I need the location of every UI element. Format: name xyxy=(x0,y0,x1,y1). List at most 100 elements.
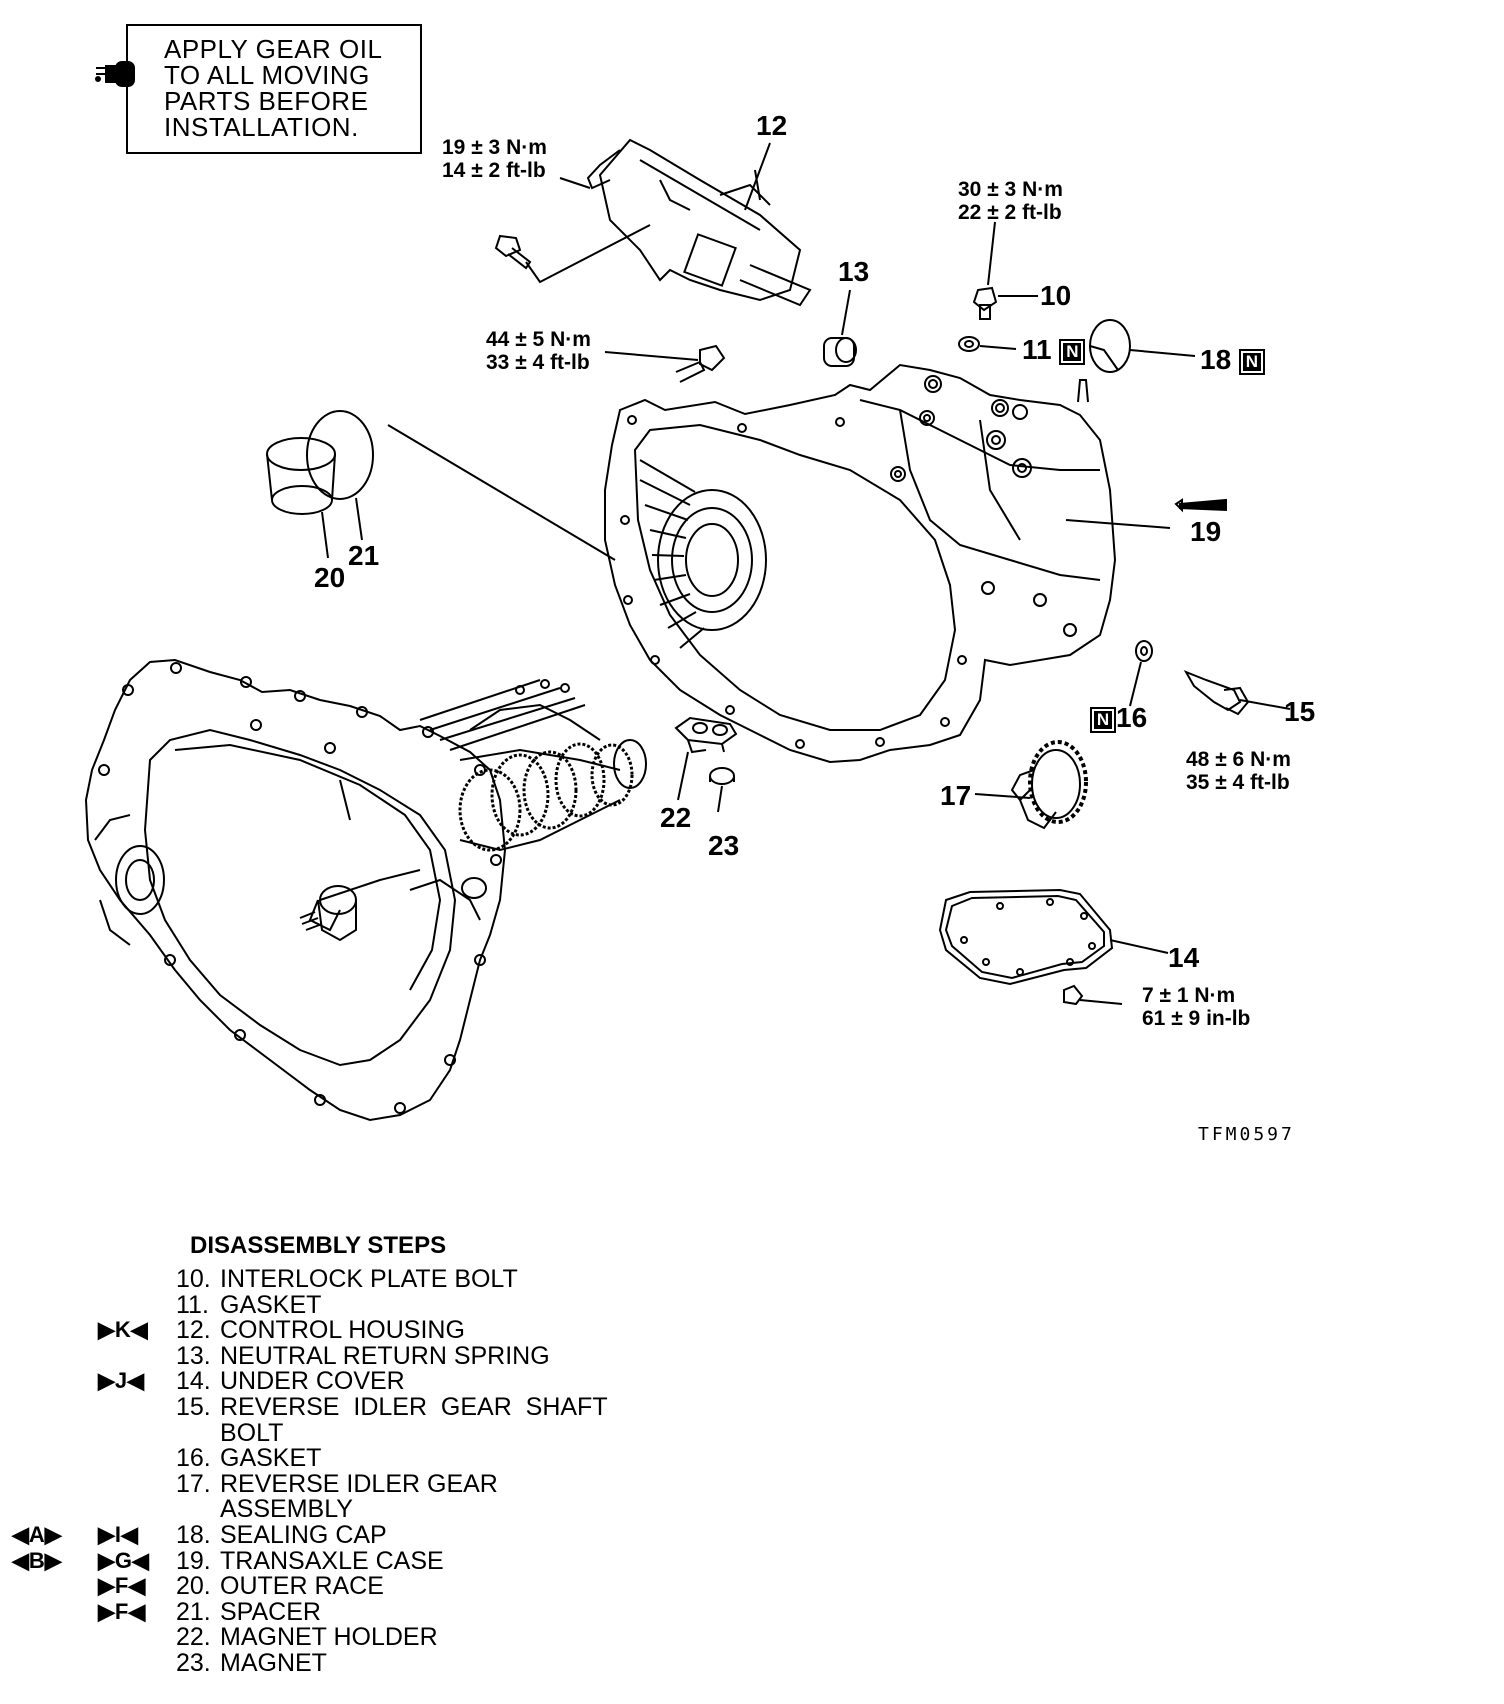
step-item: 17. REVERSE IDLER GEAR xyxy=(0,1471,700,1497)
steps-title: DISASSEMBLY STEPS xyxy=(190,1232,447,1259)
step-number: 16. xyxy=(176,1444,211,1473)
step-number: 21. xyxy=(176,1597,211,1626)
under-cover xyxy=(938,888,1169,986)
step-mark-right: ▶F◀ xyxy=(98,1573,146,1599)
under-cover-bolt xyxy=(1063,984,1123,1006)
step-mark-right: ▶K◀ xyxy=(98,1317,148,1343)
callout-10: 10 xyxy=(1040,280,1072,311)
step-number: 18. xyxy=(176,1521,211,1549)
interlock-plate-bolt xyxy=(972,221,1038,320)
gasket-11 xyxy=(958,336,1017,352)
case-pin-icon xyxy=(1174,498,1227,513)
callout-21: 21 xyxy=(348,540,380,571)
step-item: ▶J◀ 14. UNDER COVER xyxy=(0,1368,700,1394)
step-text: REVERSE IDLER GEAR SHAFT xyxy=(220,1393,608,1421)
step-text: NEUTRAL RETURN SPRING xyxy=(220,1341,550,1370)
step-item: ◀A▶ ▶I◀ 18. SEALING CAP xyxy=(0,1522,700,1548)
step-item: 15. REVERSE IDLER GEAR SHAFT xyxy=(0,1394,700,1420)
step-number: 17. xyxy=(176,1469,211,1498)
step-item: ▶F◀ 21. SPACER xyxy=(0,1599,700,1625)
step-number: 11. xyxy=(176,1290,209,1319)
input-shaft xyxy=(299,899,341,932)
new-part-badge: N xyxy=(1238,349,1265,375)
figure-id: TFM0597 xyxy=(1198,1124,1295,1145)
step-item: 16. GASKET xyxy=(0,1445,700,1471)
step-text: INTERLOCK PLATE BOLT xyxy=(220,1265,518,1293)
sealing-cap xyxy=(1089,319,1196,373)
callout-17: 17 xyxy=(940,780,972,811)
step-text: CONTROL HOUSING xyxy=(220,1316,465,1345)
note-line-3: PARTS BEFORE xyxy=(164,86,369,116)
callout-14: 14 xyxy=(1168,942,1200,973)
callout-22: 22 xyxy=(660,802,692,833)
step-number: 15. xyxy=(176,1393,211,1421)
step-text: MAGNET HOLDER xyxy=(220,1623,438,1652)
gasket-16 xyxy=(1129,640,1153,707)
housing-bolt xyxy=(604,344,726,383)
step-text: GASKET xyxy=(220,1290,322,1319)
step-text: ASSEMBLY xyxy=(220,1495,353,1524)
step-text: MAGNET xyxy=(220,1649,327,1677)
callout-11: 11 N xyxy=(1022,336,1086,365)
step-mark-right: ▶F◀ xyxy=(98,1598,146,1624)
step-item: 22. MAGNET HOLDER xyxy=(0,1624,700,1650)
step-text: UNDER COVER xyxy=(220,1367,405,1396)
step-text: OUTER RACE xyxy=(220,1572,384,1601)
step-mark-right: ▶J◀ xyxy=(98,1368,145,1394)
step-item: ▶F◀ 20. OUTER RACE xyxy=(0,1573,700,1599)
step-text: SPACER xyxy=(220,1597,321,1626)
callout-18: 18 N xyxy=(1200,346,1265,375)
step-item: BOLT xyxy=(0,1420,700,1446)
callout-20: 20 xyxy=(314,562,346,593)
control-housing-bolt xyxy=(494,224,651,284)
step-number: 10. xyxy=(176,1265,211,1293)
step-number: 22. xyxy=(176,1623,211,1652)
new-part-badge: N xyxy=(1059,339,1086,365)
step-item: 13.NEUTRAL RETURN SPRING xyxy=(0,1343,700,1369)
step-item: 11. GASKET xyxy=(0,1292,700,1318)
step-item: ASSEMBLY xyxy=(0,1496,700,1522)
control-housing xyxy=(559,138,812,307)
torque-interlock-bolt: 30 ± 3 N·m 22 ± 2 ft-lb xyxy=(958,178,1063,224)
step-text: REVERSE IDLER GEAR xyxy=(220,1469,498,1498)
torque-housing-bolt: 44 ± 5 N·m 33 ± 4 ft-lb xyxy=(486,328,591,374)
step-text: SEALING CAP xyxy=(220,1521,387,1549)
torque-control-housing: 19 ± 3 N·m 14 ± 2 ft-lb xyxy=(442,136,547,182)
magnet xyxy=(709,767,735,813)
step-mark-right: ▶G◀ xyxy=(98,1547,149,1573)
spacer xyxy=(306,410,374,541)
reverse-idler-gear xyxy=(974,740,1088,830)
note-line-4: INSTALLATION. xyxy=(164,112,359,142)
callout-23: 23 xyxy=(708,830,740,861)
callout-19: 19 xyxy=(1190,516,1222,547)
callout-13: 13 xyxy=(838,256,870,287)
step-mark-right: ▶I◀ xyxy=(98,1522,138,1547)
new-part-badge: N xyxy=(1090,707,1116,733)
step-item: 23. MAGNET xyxy=(0,1650,700,1676)
transaxle-case xyxy=(604,363,1171,764)
oil-can-icon xyxy=(95,61,135,87)
step-mark-left: ◀B▶ xyxy=(12,1547,62,1573)
step-item: ◀B▶▶G◀19.TRANSAXLE CASE xyxy=(0,1548,700,1574)
step-number: 23. xyxy=(176,1649,211,1677)
step-number: 14. xyxy=(176,1367,211,1396)
step-text: BOLT xyxy=(220,1418,284,1447)
step-mark-left: ◀A▶ xyxy=(12,1522,62,1547)
torque-under-cover: 7 ± 1 N·m 61 ± 9 in-lb xyxy=(1142,984,1251,1030)
note-box xyxy=(126,24,422,154)
step-number: 20. xyxy=(176,1572,211,1601)
step-item: 10. INTERLOCK PLATE BOLT xyxy=(0,1266,700,1292)
clutch-housing-assembly xyxy=(84,658,507,1122)
outer-race xyxy=(266,437,336,559)
magnet-holder xyxy=(674,716,738,801)
step-item: ▶K◀12.CONTROL HOUSING xyxy=(0,1317,700,1343)
gear-train xyxy=(419,679,647,852)
callout-12: 12 xyxy=(756,110,788,141)
step-text: GASKET xyxy=(220,1444,322,1473)
neutral-return-spring xyxy=(823,289,857,367)
note-line-1: APPLY GEAR OIL xyxy=(164,34,383,64)
callout-15: 15 xyxy=(1284,696,1316,727)
torque-idler-shaft-bolt: 48 ± 6 N·m 35 ± 4 ft-lb xyxy=(1186,748,1291,794)
